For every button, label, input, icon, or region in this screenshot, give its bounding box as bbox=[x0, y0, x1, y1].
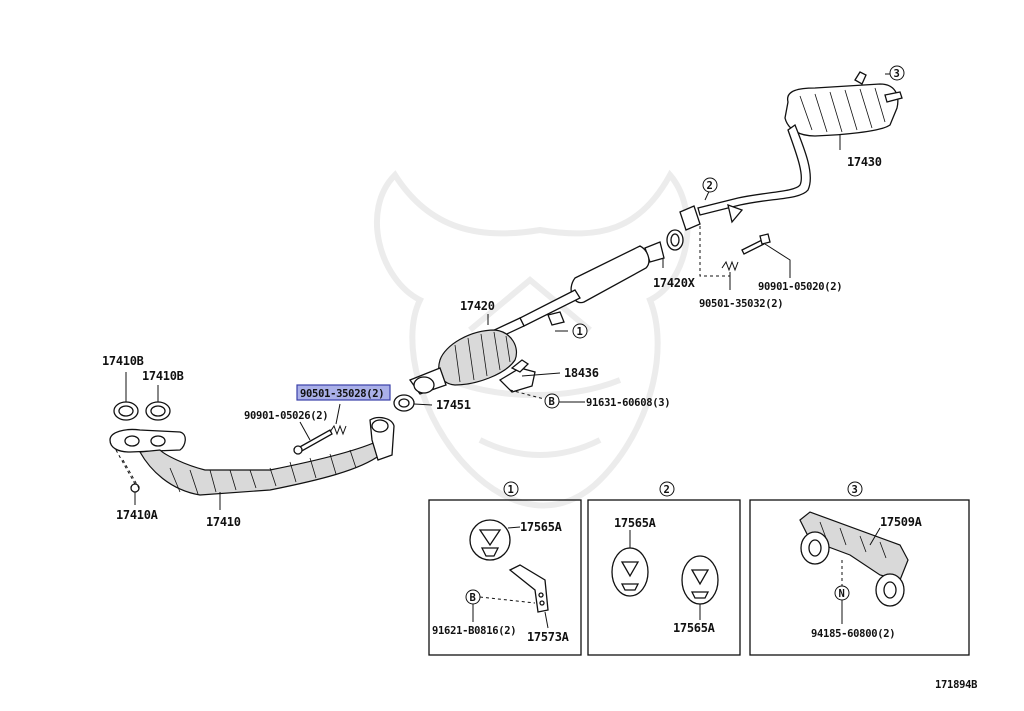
gasket-17420x[interactable] bbox=[666, 229, 684, 251]
inset-box-2: 2 bbox=[587, 481, 741, 656]
label-91621-b0816: 91621-B0816(2) bbox=[432, 625, 516, 637]
bolt-90901-05020[interactable] bbox=[741, 233, 771, 255]
label-17420: 17420 bbox=[460, 299, 495, 313]
label-17565a-inset1: 17565A bbox=[520, 520, 563, 534]
svg-text:2: 2 bbox=[664, 484, 670, 496]
gasket-17410b-right[interactable] bbox=[145, 401, 171, 421]
hanger-17565a-inset2-bottom[interactable] bbox=[681, 555, 719, 605]
inset1-lead-b bbox=[544, 611, 549, 629]
nut-17410a[interactable] bbox=[130, 483, 140, 493]
label-17420x: 17420X bbox=[653, 276, 696, 290]
svg-text:1: 1 bbox=[508, 484, 514, 496]
callout-1: 1 bbox=[572, 323, 588, 339]
muffler-17430[interactable] bbox=[784, 71, 903, 137]
gasket-17410b-left[interactable] bbox=[113, 401, 139, 421]
label-17410b-left: 17410B bbox=[102, 354, 144, 368]
inset1-lead-a bbox=[507, 526, 521, 529]
label-91631-60608: 91631-60608(3) bbox=[586, 397, 670, 409]
inset1-dash bbox=[479, 596, 536, 604]
bracket-18436[interactable] bbox=[498, 359, 536, 393]
label-90901-05020: 90901-05020(2) bbox=[758, 281, 842, 293]
gasket-17451[interactable] bbox=[393, 394, 415, 412]
label-17410a: 17410A bbox=[116, 508, 159, 522]
hanger-17565a-inset2-top[interactable] bbox=[611, 547, 649, 597]
front-exhaust-pipe-17420[interactable] bbox=[408, 241, 665, 395]
svg-text:N: N bbox=[839, 588, 845, 600]
inset-box-1: 1 bbox=[428, 481, 582, 656]
spring-90501-35032[interactable] bbox=[721, 260, 739, 272]
hanger-17565a-inset1[interactable] bbox=[469, 519, 511, 561]
leader-lines bbox=[115, 73, 890, 510]
label-17573a: 17573A bbox=[527, 630, 570, 644]
svg-text:2: 2 bbox=[707, 180, 713, 192]
watermark-logo bbox=[374, 169, 691, 509]
exhaust-manifold-17410[interactable] bbox=[109, 416, 395, 496]
callout-b: B bbox=[544, 393, 560, 409]
svg-text:B: B bbox=[549, 396, 555, 408]
spring-90501-35028[interactable] bbox=[329, 424, 347, 436]
label-17565a-inset2-bottom: 17565A bbox=[673, 621, 716, 635]
label-17430: 17430 bbox=[847, 155, 882, 169]
callout-3: 3 bbox=[889, 65, 905, 81]
svg-text:1: 1 bbox=[577, 326, 583, 338]
label-90501-35032: 90501-35032(2) bbox=[699, 298, 783, 310]
bolt-90901-05026[interactable] bbox=[293, 429, 333, 455]
label-17410b-right: 17410B bbox=[142, 369, 184, 383]
inset3-lead-a bbox=[869, 527, 881, 546]
bracket-17573a[interactable] bbox=[508, 564, 549, 613]
callout-2: 2 bbox=[702, 177, 718, 193]
svg-text:B: B bbox=[470, 592, 476, 604]
center-pipe-rear[interactable] bbox=[679, 123, 811, 231]
inset-box-3: 3 bbox=[749, 481, 970, 656]
callout-n: N bbox=[834, 585, 850, 601]
label-17565a-inset2-top: 17565A bbox=[614, 516, 657, 530]
label-17451: 17451 bbox=[436, 398, 471, 412]
label-17410: 17410 bbox=[206, 515, 241, 529]
svg-text:3: 3 bbox=[852, 484, 858, 496]
label-94185-60800: 94185-60800(2) bbox=[811, 628, 895, 640]
label-17509a: 17509A bbox=[880, 515, 923, 529]
highlight-box bbox=[296, 384, 391, 401]
drawing-number: 171894B bbox=[935, 679, 977, 691]
callout-b-inset1: B bbox=[465, 589, 481, 605]
svg-text:3: 3 bbox=[894, 68, 900, 80]
label-90501-35028-highlighted[interactable]: 90501-35028(2) bbox=[300, 388, 385, 400]
label-90901-05026: 90901-05026(2) bbox=[244, 410, 328, 422]
support-17509a[interactable] bbox=[799, 511, 909, 607]
label-18436: 18436 bbox=[564, 366, 599, 380]
